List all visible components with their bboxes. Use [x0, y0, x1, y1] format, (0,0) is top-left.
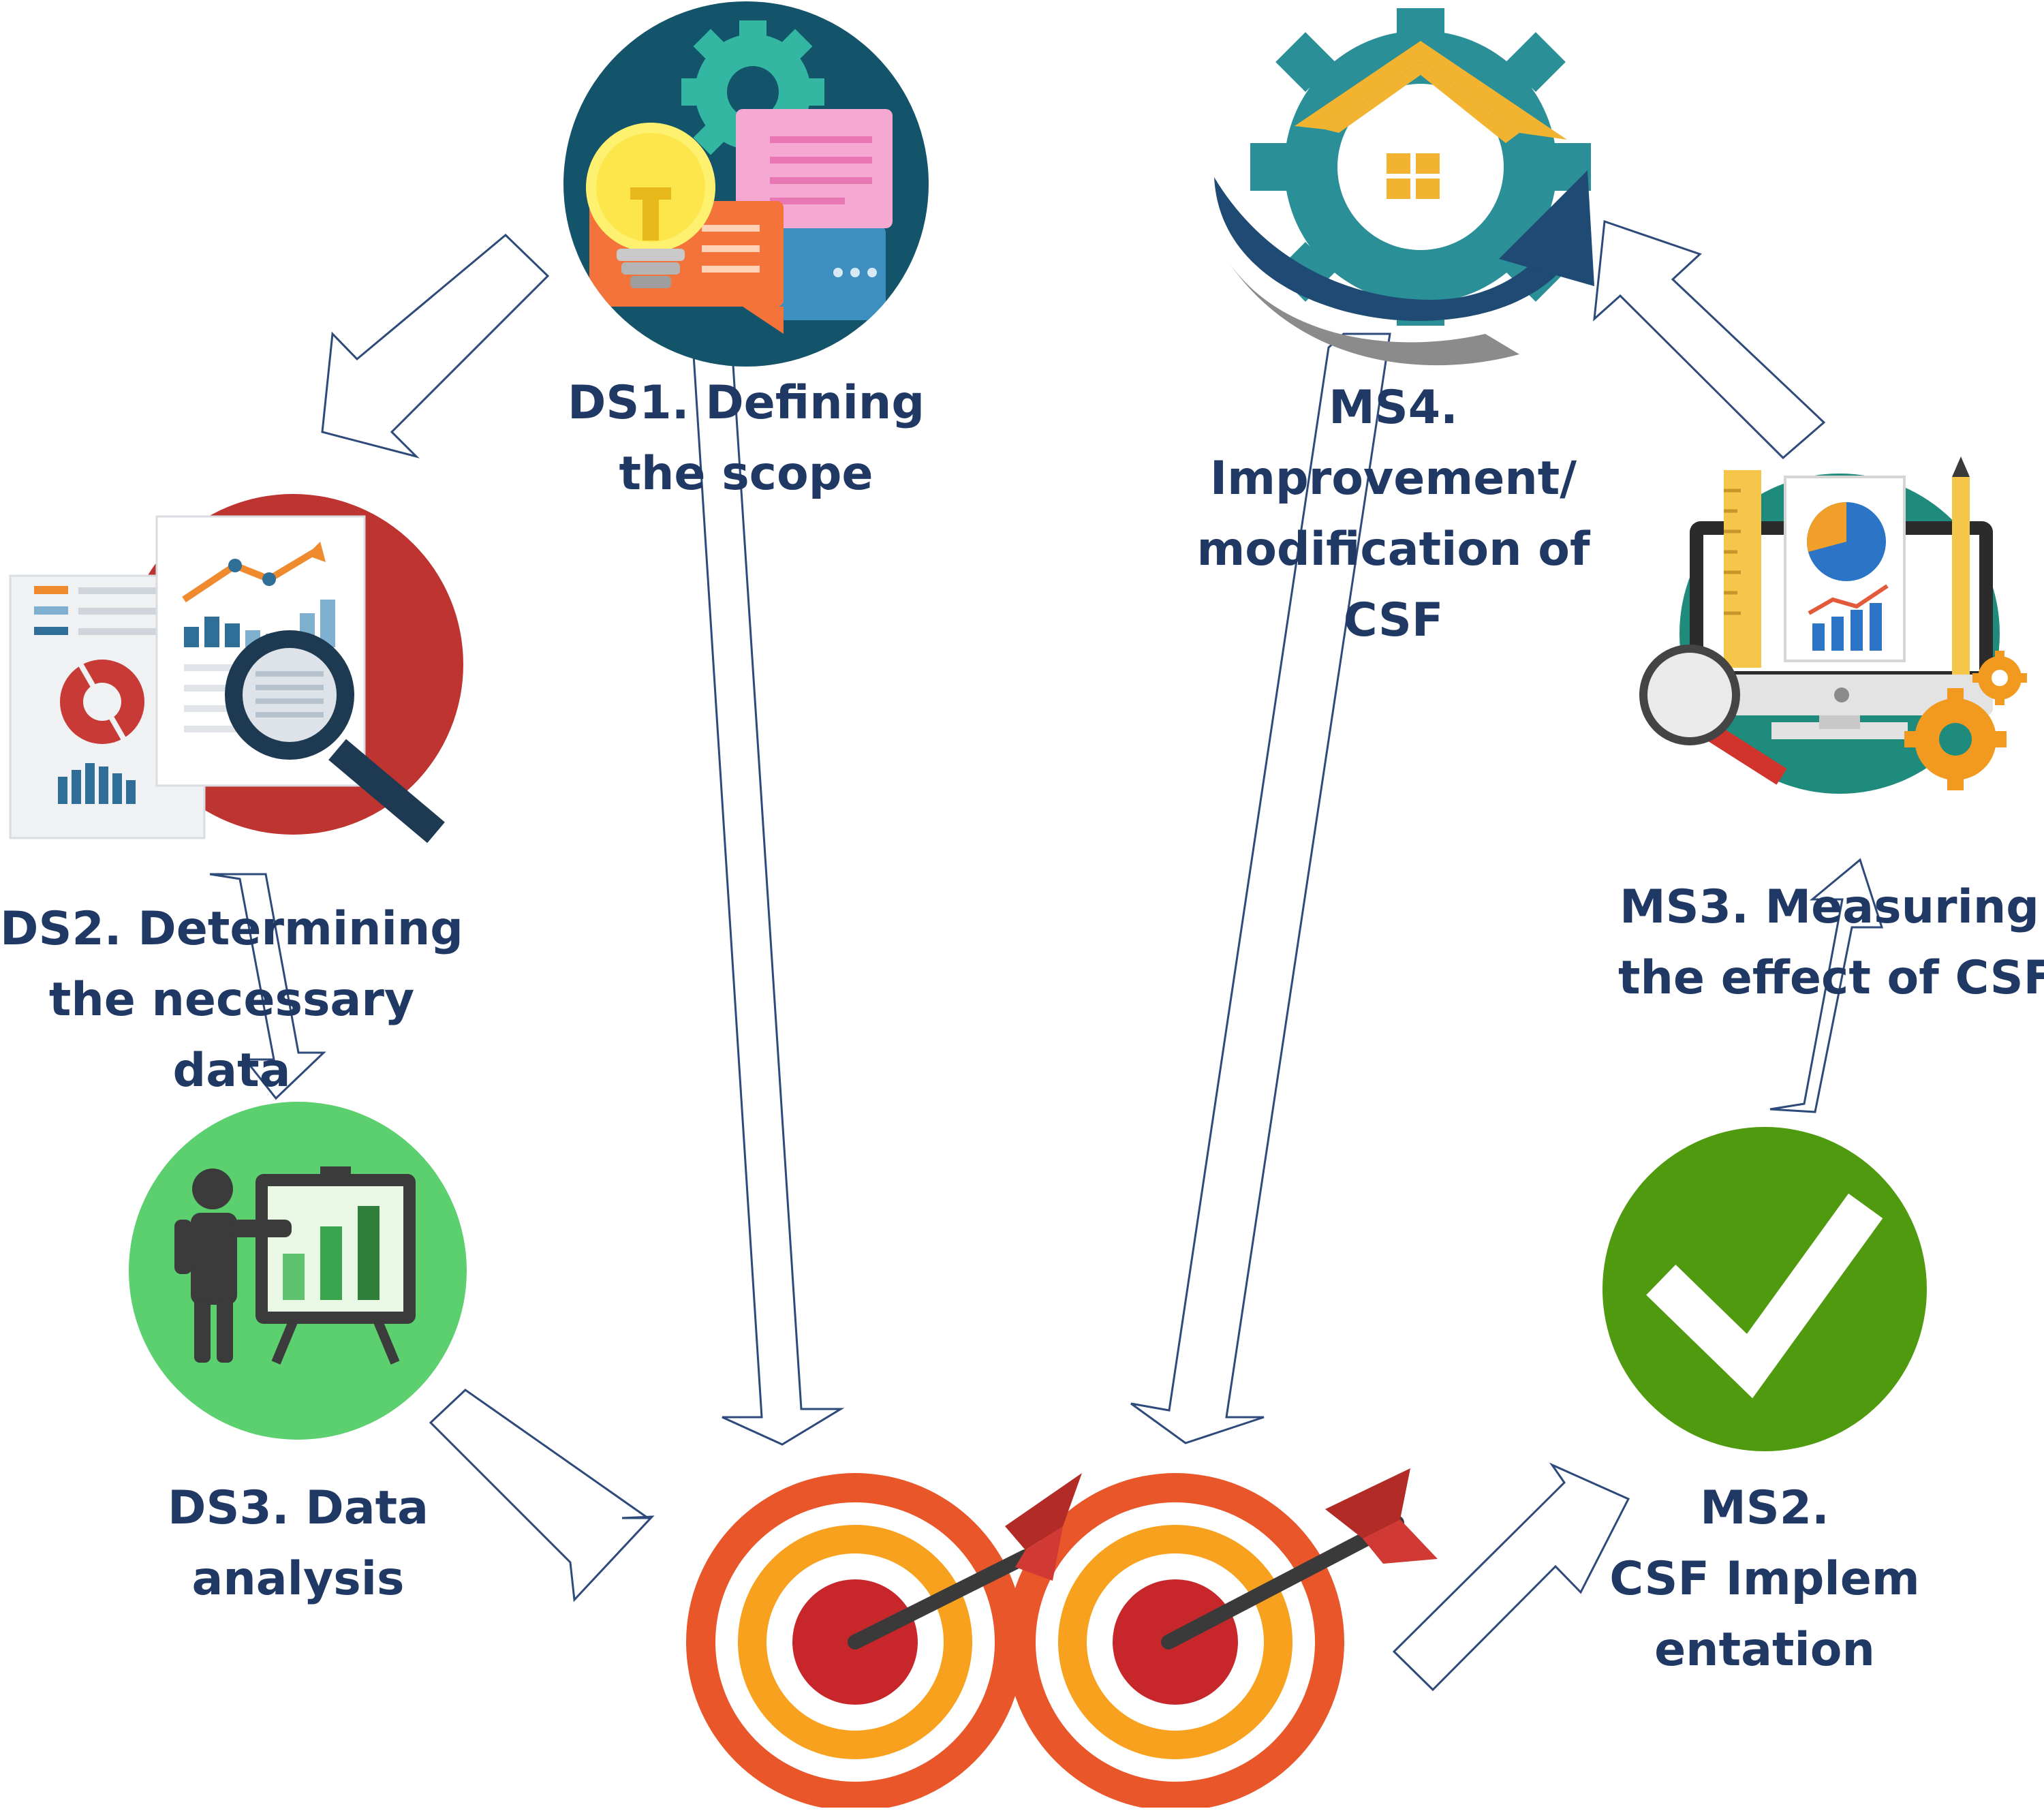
ms3-label-line2: the effect of CSF [1618, 951, 2044, 1005]
ms4-label: MS4. Improvement/ modification of CSF [1172, 373, 1615, 656]
ms2-label-line1: MS2. [1700, 1481, 1829, 1535]
arrow-ms3-to-ms4 [1593, 219, 1826, 460]
checkmark-icon [1602, 1127, 1927, 1451]
arrow-target-to-ms2 [1392, 1462, 1630, 1692]
ds1-label-line1: DS1. Defining [567, 376, 925, 430]
ms3-label-line1: MS3. Measuring [1620, 880, 2039, 934]
presentation-icon [129, 1102, 467, 1440]
ds1-label-line2: the scope [619, 447, 873, 501]
ds2-label-line2: the necessary [48, 973, 415, 1027]
ds3-label-line1: DS3. Data [168, 1481, 429, 1535]
ms2-label-line3: entation [1654, 1623, 1875, 1677]
report-analysis-icon [9, 494, 463, 843]
arrow-ds2-to-ds3 [209, 873, 326, 1100]
ds2-label-line3: data [172, 1044, 291, 1098]
ds2-label: DS2. Determining the necessary data [0, 894, 463, 1106]
ds3-label: DS3. Data analysis [136, 1473, 460, 1615]
ideas-gear-icon [563, 1, 929, 367]
gear-house-icon [1214, 8, 1594, 366]
arrow-ds3-to-target [429, 1389, 655, 1603]
ms2-label: MS2. CSF Implem entation [1594, 1473, 1935, 1686]
arrow-ds1-to-target [668, 332, 845, 1446]
ms3-label: MS3. Measuring the effect of CSF [1618, 872, 2044, 1014]
ds3-label-line2: analysis [191, 1552, 405, 1606]
double-target-icon [686, 1468, 1438, 1811]
arrow-ds1-to-ds2 [321, 233, 550, 459]
monitor-analytics-icon [1639, 456, 2027, 794]
ms2-label-line2: CSF Implem [1609, 1552, 1920, 1606]
ms4-label-line1: MS4. [1329, 381, 1458, 435]
arrow-ms2-to-ms3 [1769, 858, 1884, 1113]
arrow-ms4-to-target [1130, 332, 1391, 1444]
ms4-label-line3: modification of [1196, 523, 1590, 576]
ms4-label-line4: CSF [1343, 593, 1444, 647]
ms4-label-line2: Improvement/ [1209, 452, 1577, 506]
ds2-label-line1: DS2. Determining [0, 902, 463, 956]
ds1-label: DS1. Defining the scope [542, 368, 950, 510]
